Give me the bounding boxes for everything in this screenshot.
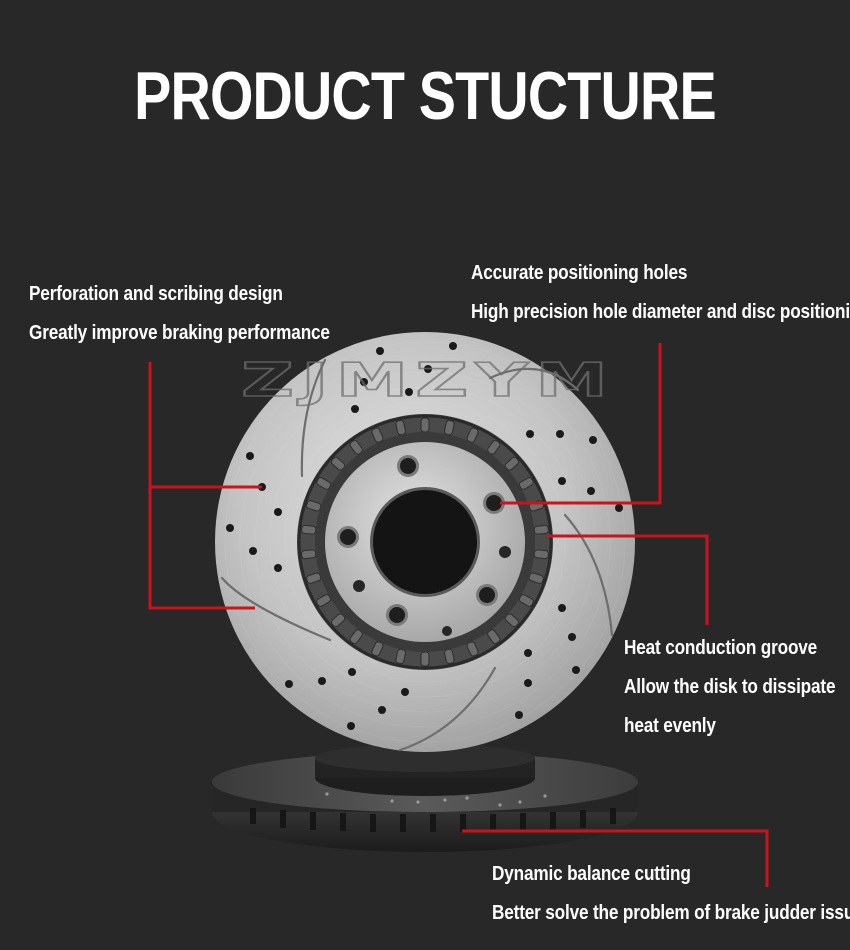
callout-dynamic-balance-heading: Dynamic balance cutting [492, 863, 691, 885]
callout-perforation-heading: Perforation and scribing design [29, 283, 283, 305]
leader-heat-groove [548, 534, 709, 625]
brand-watermark: ZJMZYM [240, 352, 616, 408]
bolt-holes [337, 455, 511, 636]
page-title: PRODUCT STUCTURE [134, 58, 716, 134]
leader-lines [148, 343, 769, 887]
callout-heat-groove-detail-2: heat evenly [624, 715, 716, 737]
callout-positioning-detail: High precision hole diameter and disc po… [471, 301, 850, 323]
leader-positioning-holes [500, 343, 662, 505]
callout-positioning-heading: Accurate positioning holes [471, 262, 688, 284]
leader-perforation-slot [148, 362, 255, 610]
callout-dynamic-balance-detail: Better solve the problem of brake judder… [492, 902, 850, 924]
lower-disc-perspective [212, 744, 638, 852]
callout-heat-groove-detail-1: Allow the disk to dissipate [624, 676, 836, 698]
callout-heat-groove-heading: Heat conduction groove [624, 637, 818, 659]
front-disc [215, 332, 635, 752]
drill-holes [226, 342, 623, 730]
callout-perforation-detail: Greatly improve braking performance [29, 322, 330, 344]
leader-dynamic-balance [462, 829, 769, 887]
